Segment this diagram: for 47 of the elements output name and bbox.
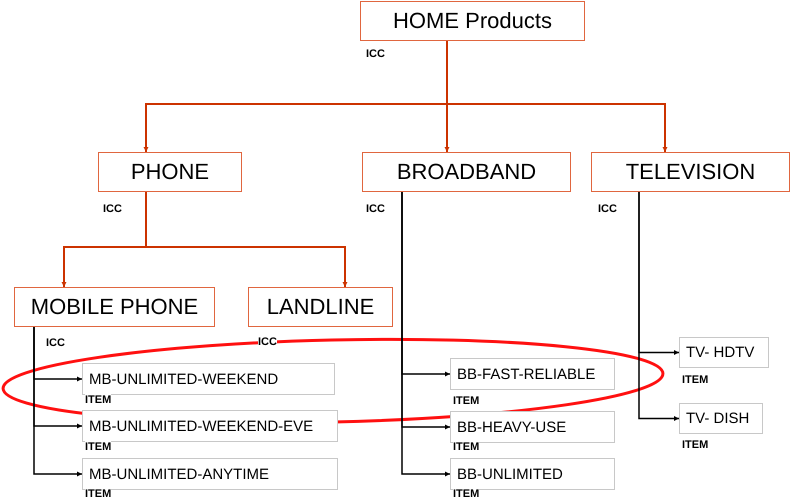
type-label: ITEM — [85, 441, 112, 453]
type-label: ITEM — [85, 488, 112, 500]
category-box — [362, 152, 571, 192]
connector-arrow — [33, 327, 82, 476]
type-label: ICC — [46, 337, 65, 349]
item-box — [82, 410, 338, 442]
node-label: TELEVISION — [626, 159, 756, 185]
type-label: ICC — [366, 48, 385, 60]
type-label: ITEM — [85, 394, 112, 406]
node-label: MB-UNLIMITED-ANYTIME — [89, 466, 269, 482]
item-box — [450, 411, 615, 443]
node-label: TV- DISH — [686, 410, 750, 427]
type-label: ICC — [258, 336, 277, 348]
node-label: BB-FAST-RELIABLE — [457, 366, 596, 382]
node-label: HOME Products — [393, 8, 552, 34]
node-label: PHONE — [130, 159, 210, 185]
node-label: MB-UNLIMITED-WEEKEND — [89, 370, 278, 388]
connector-arrow — [145, 192, 348, 287]
item-box — [679, 403, 763, 434]
item-box — [82, 363, 335, 395]
item-box — [450, 458, 615, 490]
category-box — [591, 152, 790, 192]
node-label: MB-UNLIMITED-WEEKEND-EVE — [89, 418, 314, 434]
node-label: LANDLINE — [266, 294, 374, 320]
node-label: BB-UNLIMITED — [457, 466, 563, 482]
type-label: ICC — [103, 203, 122, 215]
node-label: MOBILE PHONE — [30, 294, 198, 320]
node-label: BROADBAND — [396, 159, 536, 185]
node-label: TV- HDTV — [686, 344, 754, 361]
category-box — [360, 1, 585, 41]
node-label: BB-HEAVY-USE — [457, 418, 566, 436]
type-label: ITEM — [453, 395, 480, 407]
type-label: ITEM — [682, 439, 708, 451]
type-label: ICC — [366, 203, 385, 215]
item-box — [450, 358, 615, 390]
type-label: ICC — [598, 203, 617, 215]
category-box — [248, 287, 393, 327]
category-box — [98, 152, 242, 192]
item-box — [82, 458, 338, 490]
item-box — [679, 337, 769, 368]
type-label: ITEM — [682, 374, 708, 386]
category-box — [14, 287, 215, 327]
connector-arrow — [638, 192, 679, 421]
connector-arrow — [401, 192, 450, 476]
type-label: ITEM — [453, 441, 480, 453]
connector-arrow — [446, 41, 668, 152]
type-label: ITEM — [453, 488, 480, 500]
